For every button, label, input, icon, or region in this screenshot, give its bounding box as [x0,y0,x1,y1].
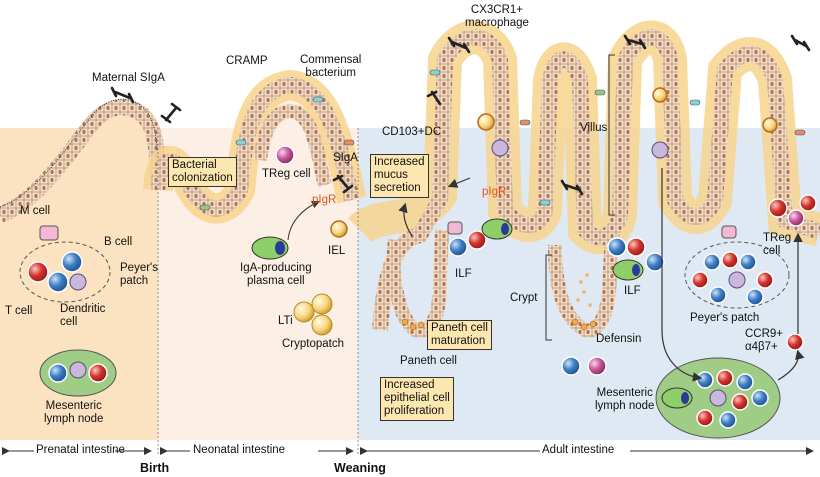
treg-adult-label: TReg cell [763,232,792,257]
siga-label: SIgA [333,152,358,164]
treg-label: TReg cell [262,168,311,180]
siga-molecules [110,34,811,196]
adult-villi [372,29,820,331]
ccr9-label: CCR9+ α4β7+ [745,328,784,353]
mesenteric-ln-adult-label: Mesenteric lymph node [595,387,655,412]
crypt-label: Crypt [510,292,538,304]
maternal-siga-label: Maternal SIgA [92,72,165,84]
cd103-dc-label: CD103+DC [382,126,442,138]
paneth-cell-label: Paneth cell [400,355,457,367]
villus-label: Villus [580,122,608,134]
ilf-right-label: ILF [624,285,641,297]
lti-label: LTi [278,315,293,327]
peyers-patch-prenatal [19,241,111,303]
paneth-maturation-box: Paneth cell maturation [427,320,492,351]
treg-cell-neonatal [275,145,295,165]
ilf-left-label: ILF [455,268,472,280]
pigr-label-neonatal: pIgR [312,194,337,206]
iel-label: IEL [328,245,346,257]
birth-label: Birth [140,461,170,475]
weaning-label: Weaning [334,461,386,475]
prenatal-label: Prenatal intestine [36,444,125,456]
bacterial-colonization-box: Bacterial colonization [168,157,237,188]
neonatal-villus [158,85,358,440]
villus-bracket [608,54,615,216]
defensin-dots [576,273,592,307]
dendritic-cell-label: Dendritic cell [60,303,106,328]
ilf-left [447,218,513,257]
commensal-bacteria [199,69,806,211]
crypt-bracket [545,254,552,341]
cramp-label: CRAMP [226,55,268,67]
m-cell [39,225,59,241]
cryptopatch-label: Cryptopatch [282,338,345,350]
trafficking-arrows [398,168,805,382]
iga-plasma-label: IgA-producing plasma cell [240,262,312,287]
cryptopatch [293,293,333,336]
epithelial-proliferation-box: Increased epithelial cell proliferation [380,377,454,421]
increased-mucus-box: Increased mucus secretion [370,154,429,198]
mesenteric-ln-label: Mesenteric lymph node [44,400,104,425]
neonatal-label: Neonatal intestine [193,444,286,456]
t-cell-label: T cell [5,305,33,317]
paneth-granules [401,318,597,331]
commensal-label: Commensal bacterium [300,54,362,79]
ilf-right [607,237,665,281]
peyers-patch-adult-label: Peyer's patch [690,312,760,324]
defensin-label: Defensin [596,333,642,345]
m-cell-label: M cell [20,205,51,217]
peyers-patch-adult [684,241,790,309]
peyers-patch-label: Peyer's patch [120,262,158,287]
b-cell-label: B cell [104,236,133,248]
adult-label: Adult intestine [542,444,615,456]
pigr-arrow-neonatal [287,200,320,241]
iel [330,220,348,238]
cx3cr1-label: CX3CR1+ macrophage [465,4,529,29]
pigr-label-adult: pIgR [482,186,507,198]
